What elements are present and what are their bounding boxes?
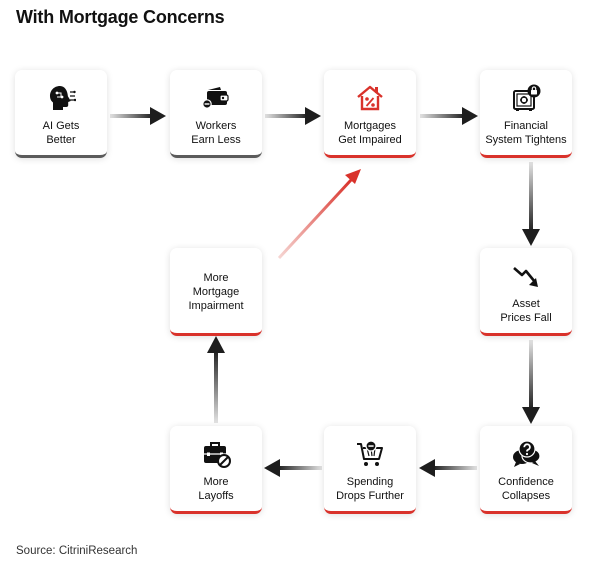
node-label: Asset Prices Fall xyxy=(500,298,552,324)
node-label: AI Gets Better xyxy=(42,120,80,146)
node-confidence-collapses: Confidence Collapses xyxy=(480,426,572,514)
source-note: Source: CitriniResearch xyxy=(16,545,138,557)
node-label: Mortgages Get Impaired xyxy=(338,120,402,146)
arrow-confidence-to-spending xyxy=(419,459,477,477)
node-label: Workers Earn Less xyxy=(191,120,241,146)
arrow-ai-to-workers xyxy=(110,107,166,125)
node-label: More Mortgage Impairment xyxy=(188,272,244,312)
arrow-layoffs-to-impairment xyxy=(207,336,225,423)
node-mortgages-get-impaired: Mortgages Get Impaired xyxy=(324,70,416,158)
house-percent-icon xyxy=(355,83,385,113)
locked-safe-icon xyxy=(511,83,541,113)
node-label: Financial System Tightens xyxy=(485,120,567,146)
arrow-spending-to-layoffs xyxy=(264,459,322,477)
wallet-icon xyxy=(201,83,231,113)
node-label: More Layoffs xyxy=(198,476,234,502)
cart-minus-icon xyxy=(355,439,385,469)
briefcase-ban-icon xyxy=(201,439,231,469)
trend-down-icon xyxy=(511,261,541,291)
node-financial-system-tightens: Financial System Tightens xyxy=(480,70,572,158)
arrow-asset-to-confidence xyxy=(522,340,540,424)
node-asset-prices-fall: Asset Prices Fall xyxy=(480,248,572,336)
node-workers-earn-less: Workers Earn Less xyxy=(170,70,262,158)
node-more-mortgage-impairment: More Mortgage Impairment xyxy=(170,248,262,336)
arrow-impairment-to-mortgages xyxy=(277,169,361,260)
arrow-mortgages-to-financial xyxy=(420,107,478,125)
arrow-workers-to-mortgages xyxy=(265,107,321,125)
node-more-layoffs: More Layoffs xyxy=(170,426,262,514)
arrow-financial-to-asset xyxy=(522,162,540,246)
node-label: Spending Drops Further xyxy=(336,476,404,502)
ai-head-icon xyxy=(46,83,76,113)
question-bubbles-icon xyxy=(511,439,541,469)
node-ai-gets-better: AI Gets Better xyxy=(15,70,107,158)
page-title: With Mortgage Concerns xyxy=(16,7,225,27)
node-label: Confidence Collapses xyxy=(498,476,554,502)
node-spending-drops-further: Spending Drops Further xyxy=(324,426,416,514)
